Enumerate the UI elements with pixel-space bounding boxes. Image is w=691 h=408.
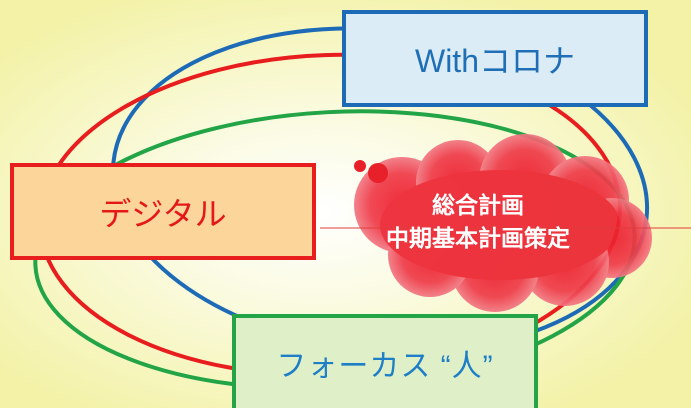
focus-people-box: フォーカス “人” bbox=[232, 314, 538, 408]
with-corona-label: Withコロナ bbox=[414, 42, 575, 79]
cloud-label-line1: 総合計画 bbox=[432, 193, 524, 219]
cloud-label-line2: 中期基本計画策定 bbox=[386, 226, 570, 252]
cloud-puff-small bbox=[354, 160, 366, 172]
cloud-label: 総合計画 中期基本計画策定 bbox=[378, 190, 578, 256]
digital-label: デジタル bbox=[99, 195, 227, 232]
digital-box: デジタル bbox=[10, 163, 316, 260]
cloud-puff-large bbox=[368, 163, 388, 183]
focus-people-label: フォーカス “人” bbox=[276, 350, 494, 383]
with-corona-box: Withコロナ bbox=[342, 10, 648, 107]
cloud-shape bbox=[354, 134, 652, 312]
